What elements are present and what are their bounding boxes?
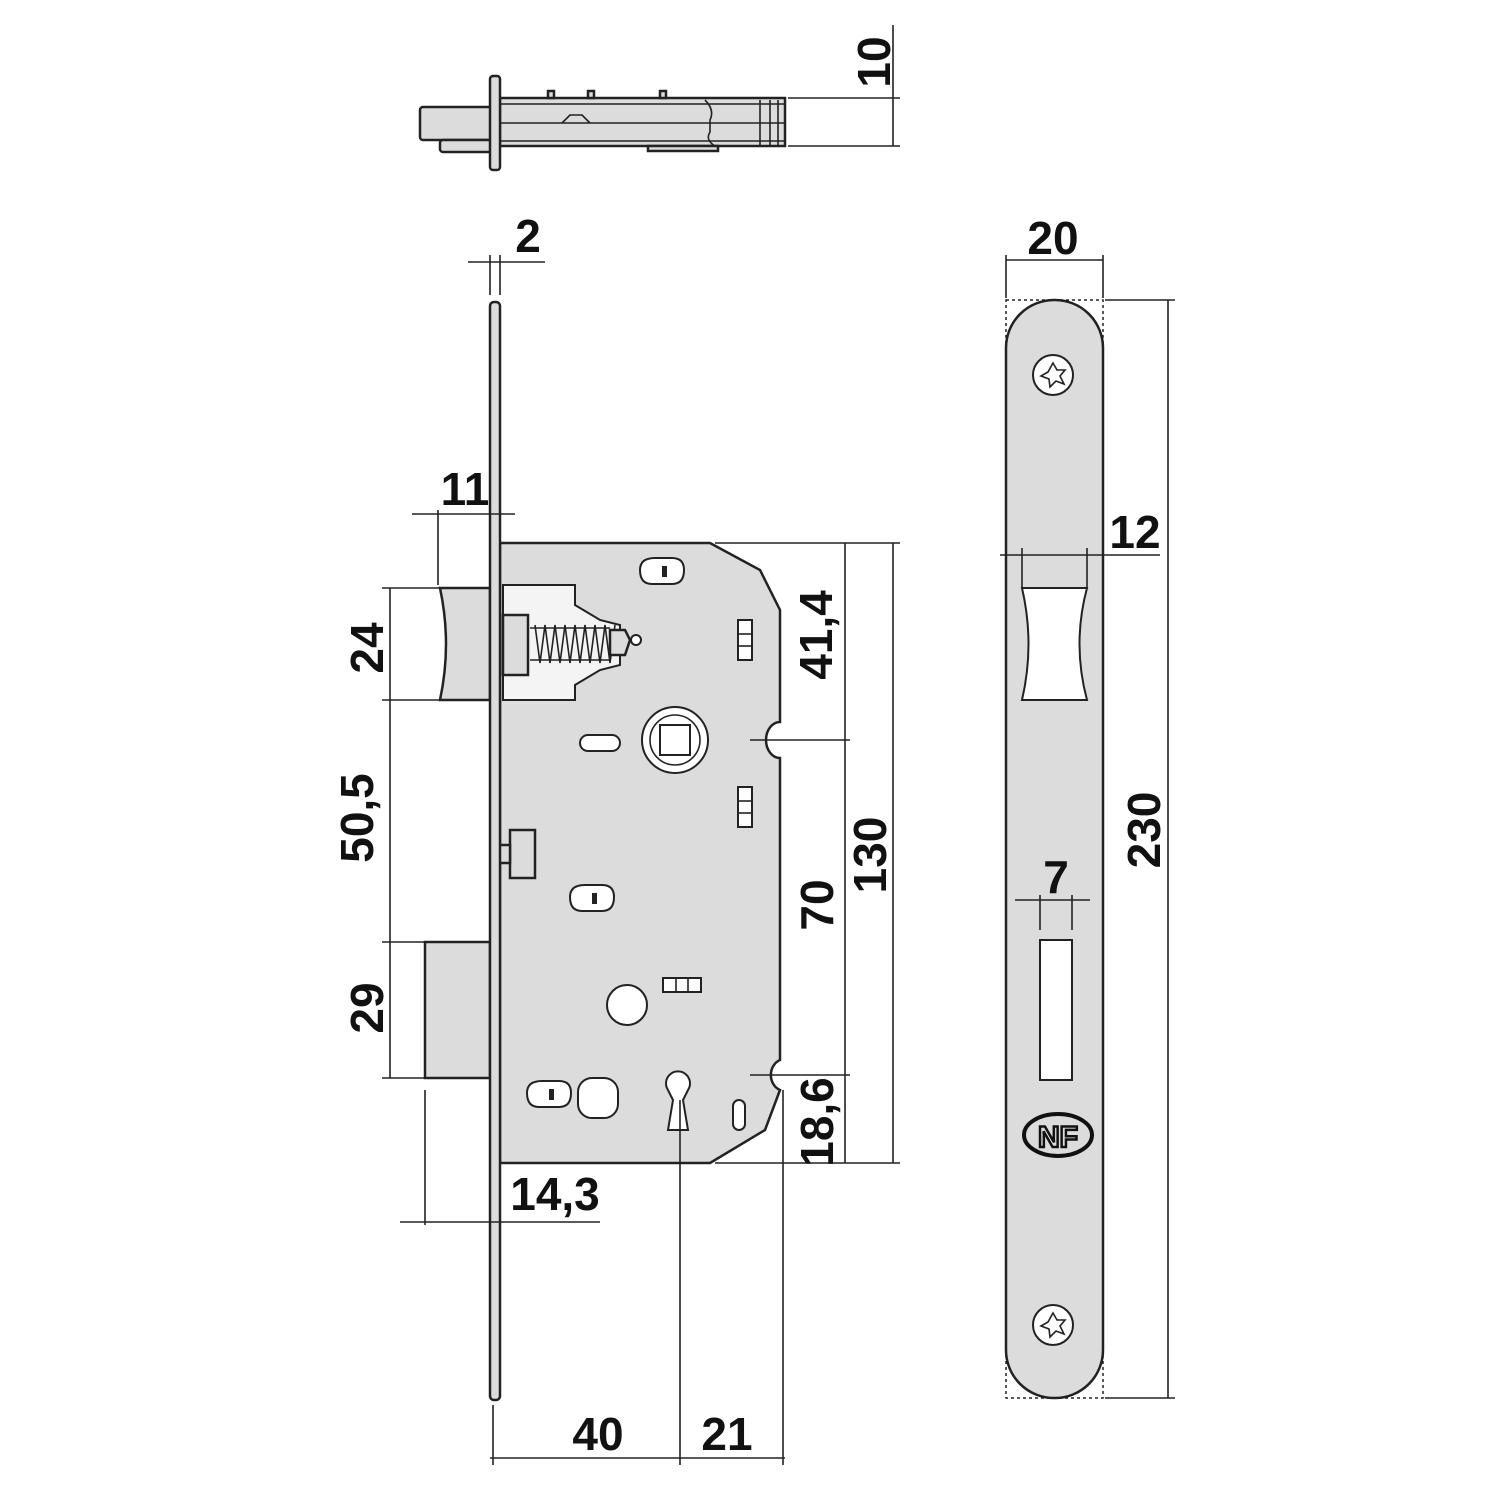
dim-bolt-height: 29 xyxy=(341,982,393,1033)
dead-bolt xyxy=(423,940,492,1080)
dim-keyhole-to-bottom: 18,6 xyxy=(791,1077,843,1167)
svg-text:NF: NF xyxy=(1038,1121,1078,1154)
dim-latch-to-bolt: 50,5 xyxy=(331,773,383,863)
dim-case-height: 130 xyxy=(844,817,896,894)
dim-strike-length: 230 xyxy=(1118,792,1170,869)
dim-top-thickness: 10 xyxy=(848,36,900,87)
dim-latch-projection: 11 xyxy=(441,463,490,515)
screw-icon xyxy=(1032,354,1074,396)
dim-strike-latch-hole: 12 xyxy=(1109,506,1160,558)
latch-opening xyxy=(1020,587,1089,701)
screw-icon xyxy=(1032,1304,1074,1346)
lock-front-view xyxy=(423,300,782,1402)
dim-strike-bolt-hole: 7 xyxy=(1043,851,1069,903)
top-view xyxy=(418,25,900,172)
dim-follower-to-keyhole: 70 xyxy=(791,879,843,930)
dimension-lines xyxy=(382,255,900,1465)
dim-bolt-projection: 14,3 xyxy=(510,1168,600,1220)
dim-backset: 40 xyxy=(572,1408,623,1460)
bolt-opening xyxy=(1039,939,1073,1081)
dim-latch-height: 24 xyxy=(341,622,393,674)
dim-top-to-follower: 41,4 xyxy=(790,590,842,680)
faceplate xyxy=(488,300,502,1402)
nf-logo: NF xyxy=(1022,1112,1094,1158)
dim-keyhole-to-back: 21 xyxy=(701,1408,752,1460)
dim-strike-width: 20 xyxy=(1027,212,1078,264)
dim-faceplate-thickness: 2 xyxy=(515,210,541,262)
strike-plate: NF xyxy=(1000,255,1175,1400)
latch-bolt xyxy=(438,586,492,702)
